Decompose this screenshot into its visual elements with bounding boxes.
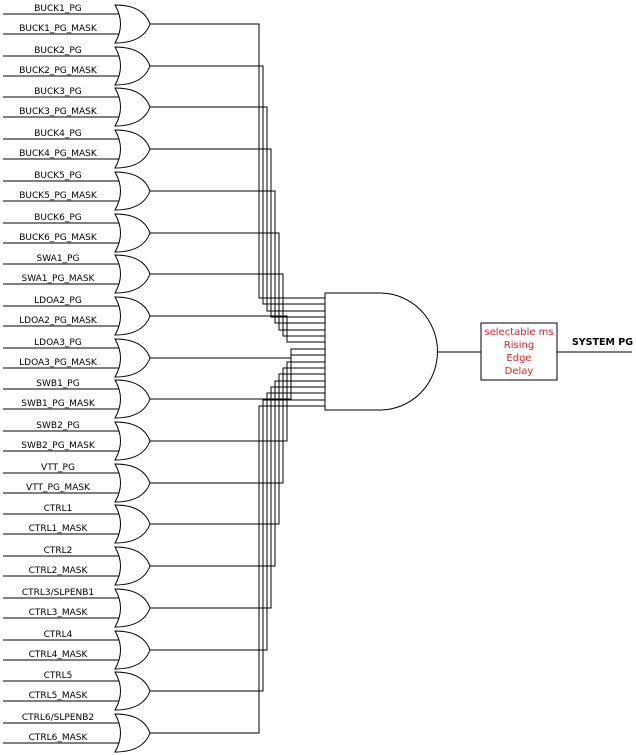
pg-input-label: BUCK6_PG: [34, 213, 82, 223]
or-output-wire: [150, 380, 326, 567]
or-output-wire: [150, 405, 326, 734]
or-gate: [114, 46, 151, 86]
or-output-wire: [150, 399, 326, 692]
pg-input-label: LDOA3_PG: [34, 338, 82, 348]
pg-input-label: LDOA2_PG: [34, 296, 82, 306]
or-output-wire: [150, 348, 326, 359]
wires: [3, 13, 326, 744]
mask-input-label: BUCK4_PG_MASK: [19, 149, 98, 159]
or-gate: [114, 588, 151, 628]
or-output-wire: [150, 232, 326, 331]
delay-box-line-2: Rising: [504, 340, 534, 351]
or-output-wire: [150, 315, 326, 343]
pg-input-label: SWB1_PG: [36, 379, 79, 389]
delay-box-line-3: Edge: [506, 353, 531, 364]
or-output-wire: [150, 23, 326, 299]
mask-input-label: LDOA3_PG_MASK: [19, 358, 98, 368]
pg-input-label: SWB2_PG: [36, 421, 79, 431]
pg-input-label: VTT_PG: [41, 463, 75, 473]
pg-input-label: BUCK3_PG: [34, 87, 82, 97]
pg-input-label: CTRL1: [44, 504, 73, 514]
or-output-wire: [150, 392, 326, 651]
or-output-wire: [150, 273, 326, 337]
mask-input-label: BUCK3_PG_MASK: [19, 107, 98, 117]
or-output-wire: [150, 373, 326, 525]
or-gate: [114, 129, 151, 169]
or-gate: [114, 463, 151, 503]
or-output-wire: [150, 190, 326, 324]
pg-input-label: BUCK1_PG: [34, 4, 82, 14]
mask-input-label: LDOA2_PG_MASK: [19, 316, 98, 326]
or-gate: [114, 379, 151, 419]
or-gate: [114, 504, 151, 544]
mask-input-label: CTRL6_MASK: [29, 733, 89, 743]
mask-input-label: BUCK5_PG_MASK: [19, 191, 98, 201]
or-gate: [114, 296, 151, 336]
mask-input-label: SWA1_PG_MASK: [22, 274, 96, 284]
or-gate: [114, 338, 151, 378]
or-gate: [114, 630, 151, 670]
pg-input-label: CTRL3/SLPENB1: [22, 588, 94, 598]
pg-input-label: SWA1_PG: [37, 254, 80, 264]
mask-input-label: BUCK1_PG_MASK: [19, 24, 98, 34]
or-output-wire: [150, 367, 326, 484]
delay-box-line-4: Delay: [505, 366, 534, 377]
pg-input-label: CTRL5: [44, 671, 73, 681]
or-output-wire: [150, 354, 326, 400]
mask-input-label: BUCK6_PG_MASK: [19, 233, 98, 243]
or-output-wire: [150, 106, 326, 312]
or-gate: [114, 213, 151, 253]
pg-input-label: CTRL2: [44, 546, 73, 556]
mask-input-label: CTRL4_MASK: [29, 650, 89, 660]
mask-input-label: SWB1_PG_MASK: [21, 399, 96, 409]
or-output-wire: [150, 361, 326, 442]
mask-input-label: CTRL5_MASK: [29, 691, 89, 701]
system-pg-label: SYSTEM PG: [572, 337, 633, 348]
mask-input-label: CTRL1_MASK: [29, 524, 89, 534]
pg-input-label: BUCK4_PG: [34, 129, 82, 139]
or-gate: [114, 546, 151, 586]
mask-input-label: CTRL2_MASK: [29, 566, 89, 576]
or-gate: [114, 4, 151, 44]
delay-box-line-1: selectable ms: [484, 327, 553, 338]
input-labels: BUCK1_PG BUCK1_PG_MASK BUCK2_PG BUCK2_PG_MA…: [19, 4, 98, 743]
mask-input-label: BUCK2_PG_MASK: [19, 66, 98, 76]
mask-input-label: CTRL3_MASK: [29, 608, 89, 618]
pg-input-label: BUCK2_PG: [34, 46, 82, 56]
mask-input-label: VTT_PG_MASK: [26, 483, 91, 493]
or-gate: [114, 87, 151, 127]
or-gate: [114, 421, 151, 461]
or-gate: [114, 171, 151, 211]
or-gates: [114, 4, 151, 753]
or-output-wire: [150, 386, 326, 609]
delay-box: [480, 322, 558, 381]
or-gate: [114, 671, 151, 711]
or-gate: [114, 713, 151, 753]
pg-input-label: CTRL6/SLPENB2: [22, 713, 94, 723]
pg-input-label: CTRL4: [44, 630, 73, 640]
mask-input-label: SWB2_PG_MASK: [21, 441, 96, 451]
pg-input-label: BUCK5_PG: [34, 171, 82, 181]
or-gate: [114, 254, 151, 294]
and-gate: [324, 292, 438, 411]
or-output-wire: [150, 65, 326, 305]
